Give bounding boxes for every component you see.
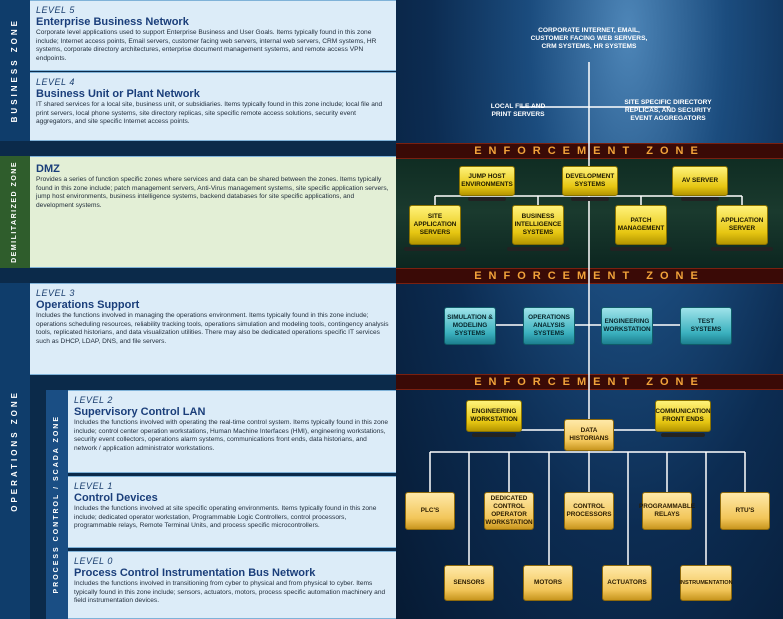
dedicated-operator-workstation-node: DEDICATED CONTROL OPERATOR WORKSTATION — [484, 492, 534, 530]
dmz-description: Provides a series of function specific z… — [36, 176, 389, 209]
comm-fe-monitor-base — [661, 433, 705, 437]
level4-panel: LEVEL 4 Business Unit or Plant Network I… — [30, 72, 396, 141]
app-server-monitor-base — [711, 247, 773, 251]
level5-number: LEVEL 5 — [36, 5, 75, 15]
development-systems-node: DEVELOPMENT SYSTEMS — [562, 166, 618, 196]
level3-panel: LEVEL 3 Operations Support Includes the … — [30, 283, 396, 375]
level4-number: LEVEL 4 — [36, 77, 75, 87]
operations-zone-strip — [0, 283, 30, 619]
motors-node: MOTORS — [523, 565, 573, 601]
control-processors-node: CONTROL PROCESSORS — [564, 492, 614, 530]
process-control-zone-label: PROCESS CONTROL / SCADA ZONE — [53, 415, 60, 594]
enforcement-zone-band-1: ENFORCEMENT ZONE — [396, 143, 783, 159]
operations-zone-label: OPERATIONS ZONE — [10, 390, 19, 512]
business-intelligence-node: BUSINESS INTELLIGENCE SYSTEMS — [512, 205, 564, 245]
level4-description: IT shared services for a local site, bus… — [36, 101, 383, 126]
jump-host-environments-node: JUMP HOST ENVIRONMENTS — [459, 166, 515, 196]
rtus-node: RTU'S — [720, 492, 770, 530]
level0-description: Includes the functions involved in trans… — [74, 580, 386, 605]
level3-title: Operations Support — [36, 299, 140, 311]
sensors-node: SENSORS — [444, 565, 494, 601]
level3-description: Includes the functions involved in manag… — [36, 312, 389, 345]
engineering-workstation-l3-node: ENGINEERING WORKSTATION — [601, 307, 653, 345]
av-server-monitor-base — [681, 197, 719, 201]
jump-host-monitor-base — [468, 197, 506, 201]
level0-panel: LEVEL 0 Process Control Instrumentation … — [68, 551, 396, 619]
level4-title: Business Unit or Plant Network — [36, 88, 200, 100]
level1-panel: LEVEL 1 Control Devices Includes the fun… — [68, 476, 396, 548]
process-control-zone-strip — [46, 390, 68, 619]
business-zone-strip — [0, 0, 30, 141]
site-app-monitor-base — [404, 247, 466, 251]
data-historians-node: DATA HISTORIANS — [564, 419, 614, 451]
test-systems-node: TEST SYSTEMS — [680, 307, 732, 345]
application-server-node: APPLICATION SERVER — [716, 205, 768, 245]
enforcement-zone-band-3: ENFORCEMENT ZONE — [396, 374, 783, 390]
dmz-zone-strip — [0, 156, 30, 268]
patch-monitor-base — [610, 247, 672, 251]
dmz-title: DMZ — [36, 163, 60, 175]
level1-title: Control Devices — [74, 492, 158, 504]
level5-title: Enterprise Business Network — [36, 16, 189, 28]
operations-analysis-node: OPERATIONS ANALYSIS SYSTEMS — [523, 307, 575, 345]
business-zone-label: BUSINESS ZONE — [10, 18, 19, 123]
bi-monitor-base — [507, 247, 569, 251]
instrumentation-node: INSTRUMENTATION — [679, 565, 733, 601]
programmable-relays-node: PROGRAMMABLE RELAYS — [639, 492, 695, 530]
av-server-node: AV SERVER — [672, 166, 728, 196]
actuators-node: ACTUATORS — [602, 565, 652, 601]
level0-number: LEVEL 0 — [74, 556, 113, 566]
level2-title: Supervisory Control LAN — [74, 406, 206, 418]
dmz-panel: DMZ Provides a series of function specif… — [30, 156, 396, 268]
level2-panel: LEVEL 2 Supervisory Control LAN Includes… — [68, 390, 396, 473]
plcs-node: PLC'S — [405, 492, 455, 530]
level0-title: Process Control Instrumentation Bus Netw… — [74, 567, 316, 579]
patch-management-node: PATCH MANAGEMENT — [615, 205, 667, 245]
corporate-internet-node: CORPORATE INTERNET, EMAIL, CUSTOMER FACI… — [530, 27, 648, 50]
level3-number: LEVEL 3 — [36, 288, 75, 298]
dmz-zone-label: DEMILITARIZED ZONE — [11, 161, 18, 263]
level1-number: LEVEL 1 — [74, 481, 113, 491]
eng-ws2-monitor-base — [472, 433, 516, 437]
level5-description: Corporate level applications used to sup… — [36, 29, 377, 62]
enforcement-zone-band-2: ENFORCEMENT ZONE — [396, 268, 783, 284]
level1-description: Includes the functions involved at site … — [74, 505, 377, 530]
simulation-modeling-node: SIMULATION & MODELING SYSTEMS — [444, 307, 496, 345]
level5-panel: LEVEL 5 Enterprise Business Network Corp… — [30, 0, 396, 71]
communication-front-ends-node: COMMUNICATION FRONT ENDS — [655, 400, 711, 432]
level2-number: LEVEL 2 — [74, 395, 113, 405]
level2-description: Includes the functions involved with ope… — [74, 419, 389, 452]
site-specific-directory-node: SITE SPECIFIC DIRECTORY REPLICAS, AND SE… — [624, 99, 712, 122]
engineering-workstation-l2-node: ENGINEERING WORKSTATION — [466, 400, 522, 432]
development-monitor-base — [571, 197, 609, 201]
local-file-print-servers-node: LOCAL FILE AND PRINT SERVERS — [490, 103, 546, 118]
site-application-servers-node: SITE APPLICATION SERVERS — [409, 205, 461, 245]
